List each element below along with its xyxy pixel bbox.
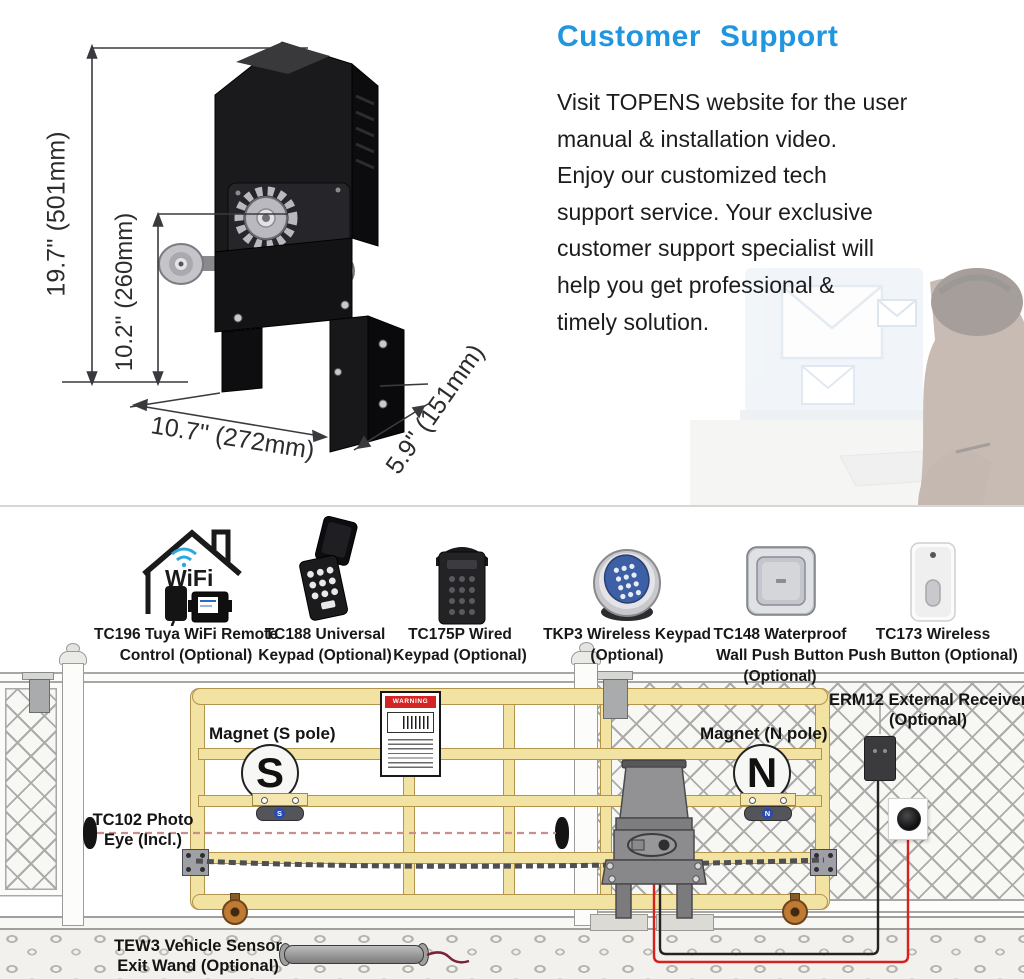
warning-sign-graphic: [387, 712, 434, 733]
drive-chain: [195, 857, 825, 869]
fence-fixture-right: [603, 679, 628, 719]
warning-sign-fine-print: [388, 739, 433, 771]
customer-support-text: Visit TOPENS website for the user manual…: [557, 84, 967, 340]
magnet-n-mount-plate: [740, 793, 796, 806]
dimension-inner-height-label: 10.2'' (260mm): [111, 212, 138, 372]
push-button-knob: [897, 807, 921, 831]
warning-sign-header: WARNING: [385, 696, 436, 708]
wire-red: [652, 840, 910, 964]
photo-eye-left: [83, 817, 97, 849]
exit-wand-wire: [426, 951, 470, 964]
accessory-caption-tkp3: TKP3 Wireless Keypad (Optional): [543, 626, 711, 664]
accessory-caption-tc148: TC148 Waterproof Wall Push Button (Optio…: [713, 626, 847, 685]
tc196-wifi-remote-icon: WiFi: [142, 529, 242, 626]
sliding-gate: [190, 688, 830, 910]
dimension-lines: [62, 43, 429, 451]
support-agent-photo: [690, 268, 1024, 506]
tc148-wall-push-button-icon: [746, 546, 816, 616]
photo-eye-right: [555, 817, 569, 849]
erm12-receiver: [864, 736, 896, 781]
magnet-n-label: Magnet (N pole): [700, 724, 828, 743]
gate-wheel-left: [222, 899, 248, 925]
gate-warning-sign: WARNING: [380, 691, 441, 777]
receiver-led-icon: [883, 749, 887, 753]
magnet-s-label: Magnet (S pole): [209, 724, 336, 743]
magnet-s-tag: S: [274, 808, 285, 819]
support-line: Visit TOPENS website for the user: [557, 89, 908, 115]
gate-opener-dimension-figure: [62, 41, 429, 453]
accessory-caption-tc188: TC188 Universal Keypad (Optional): [258, 626, 392, 664]
photo-eye-label: TC102 Photo Eye (Incl.): [92, 811, 194, 849]
fence-top-rail: [0, 672, 1024, 683]
magnet-n-symbol: N: [733, 744, 791, 802]
accessory-caption-tc173: TC173 Wireless Push Button (Optional): [848, 626, 1018, 664]
dimension-height-label: 19.7'' (501mm): [42, 131, 71, 297]
accessory-caption-tc196: TC196 Tuya WiFi Remote Control (Optional…: [94, 626, 278, 664]
gate-wheel-right: [782, 899, 808, 925]
diagram-lines-overlay: [97, 698, 910, 964]
exit-wand-label: TEW3 Vehicle Sensor Exit Wand (Optional): [114, 937, 282, 975]
gate-opener-illustration: [158, 41, 405, 453]
wall-push-button: [888, 798, 928, 840]
magnet-s-mount-plate: [252, 793, 308, 806]
fence-post-left: [62, 663, 84, 926]
magnet-s-symbol: S: [241, 744, 299, 802]
screw-icon: [261, 796, 268, 804]
support-line: help you get professional &: [557, 271, 835, 298]
fence-mesh-left: [0, 683, 62, 895]
receiver-label: ERM12 External Receiver (Optional): [828, 691, 1024, 729]
tkp3-wireless-keypad-icon: [593, 549, 661, 621]
tc173-wireless-push-button-icon: [910, 542, 956, 622]
customer-support-title: Customer Support: [557, 20, 839, 54]
accessory-caption-tc175p: TC175P Wired Keypad (Optional): [393, 626, 527, 664]
concrete-ground: [0, 930, 1024, 979]
fence-fixture-left: [29, 679, 50, 713]
screw-icon: [292, 796, 299, 804]
receiver-led-icon: [873, 749, 877, 753]
screw-icon: [780, 796, 787, 804]
gate-track: [0, 916, 1024, 930]
fence-post-middle: [574, 663, 598, 926]
gate-rail: [198, 748, 822, 760]
magnet-n-tag: N: [762, 808, 773, 819]
gate-rail-top: [192, 688, 828, 705]
wire-black: [658, 781, 880, 956]
gate-opener-in-diagram: [601, 759, 707, 919]
section-divider: [0, 505, 1024, 507]
tew3-exit-wand: [284, 945, 424, 964]
tc188-universal-keypad-icon: [299, 516, 358, 621]
support-line: manual & installation video.: [557, 125, 837, 152]
support-line: timely solution.: [557, 308, 710, 335]
tc175p-wired-keypad-icon: [436, 547, 488, 625]
screw-icon: [749, 796, 756, 804]
support-line: customer support specialist will: [557, 235, 875, 262]
gate-rail-bottom: [192, 894, 828, 910]
support-line: Enjoy our customized tech: [557, 162, 827, 189]
support-line: support service. Your exclusive: [557, 198, 873, 225]
